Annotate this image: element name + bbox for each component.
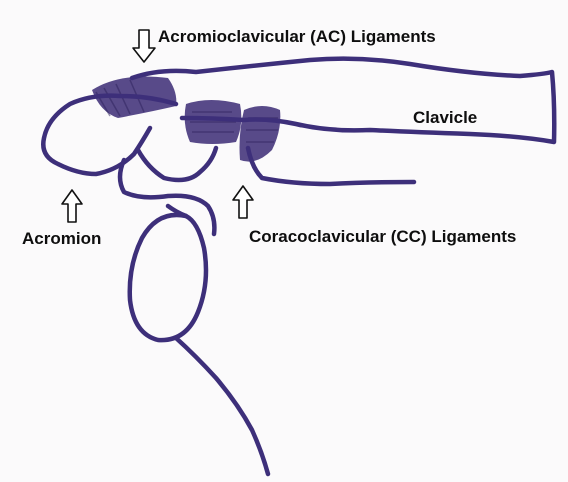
ac-ligaments-label: Acromioclavicular (AC) Ligaments [158,28,436,45]
spine-inner-line [138,148,216,180]
glenoid-outline [130,215,206,340]
cc-ligament-trapezoid [185,100,242,144]
down-arrow-outline-icon [133,30,155,62]
cc-ligaments-label: Coracoclavicular (CC) Ligaments [249,228,516,245]
clavicle-label: Clavicle [413,109,477,126]
acromion-label: Acromion [22,230,101,247]
up-arrow-outline-icon [62,190,82,222]
up-arrow-outline-icon [233,186,253,218]
coracoid-outline [248,148,414,184]
scapula-lateral-border [176,338,268,474]
cc-ligament-conoid [240,106,281,162]
